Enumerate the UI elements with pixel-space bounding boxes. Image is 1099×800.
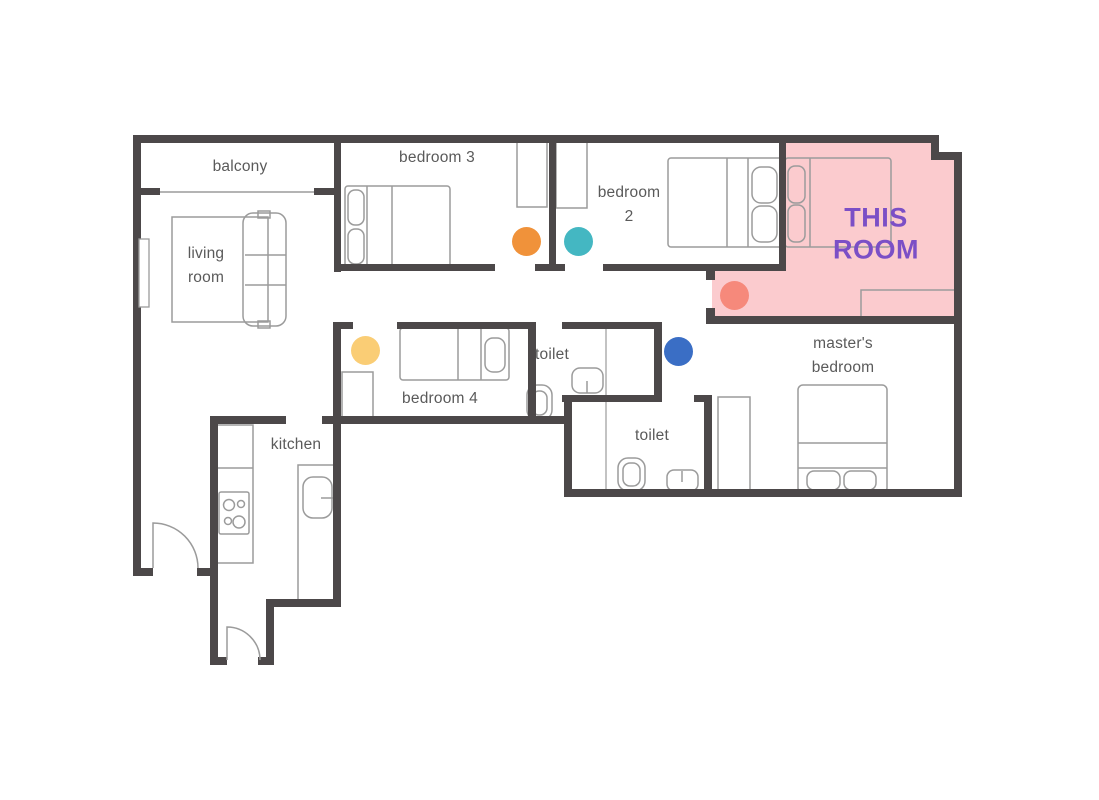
closet-bedroom-3 (516, 138, 548, 208)
bed-master-bedroom (797, 384, 888, 494)
room-label-toilet-upper: toilet (535, 345, 569, 363)
window-living-room (138, 238, 150, 308)
room-label-kitchen: kitchen (270, 435, 322, 453)
blue-dot-marker[interactable] (664, 337, 693, 366)
bed-bedroom-4 (399, 327, 510, 381)
room-label-bedroom-4: bedroom 4 (402, 389, 478, 407)
door-entry (226, 626, 261, 661)
this-room-highlight[interactable] (712, 139, 958, 320)
room-label-bedroom-3: bedroom 3 (399, 148, 475, 166)
sofa-living-room (171, 210, 287, 329)
room-label-toilet-lower: toilet (635, 426, 669, 444)
closet-master-bedroom (717, 396, 751, 491)
bed-bedroom-2 (667, 157, 784, 248)
salmon-dot-marker[interactable] (720, 281, 749, 310)
orange-dot-marker[interactable] (512, 227, 541, 256)
door-living-room (152, 522, 199, 569)
bed-bedroom-3 (344, 185, 451, 269)
room-label-this-room: THIS ROOM (833, 202, 919, 264)
room-label-bedroom-2: bedroom 2 (597, 183, 661, 225)
yellow-dot-marker[interactable] (351, 336, 380, 365)
walls (133, 135, 962, 665)
closet-bedroom-4 (341, 371, 374, 418)
teal-dot-marker[interactable] (564, 227, 593, 256)
room-label-master-bedroom: master's bedroom (811, 334, 875, 376)
room-label-balcony: balcony (212, 157, 268, 175)
room-label-living-room: living room (187, 244, 225, 286)
closet-bedroom-2 (555, 139, 588, 209)
